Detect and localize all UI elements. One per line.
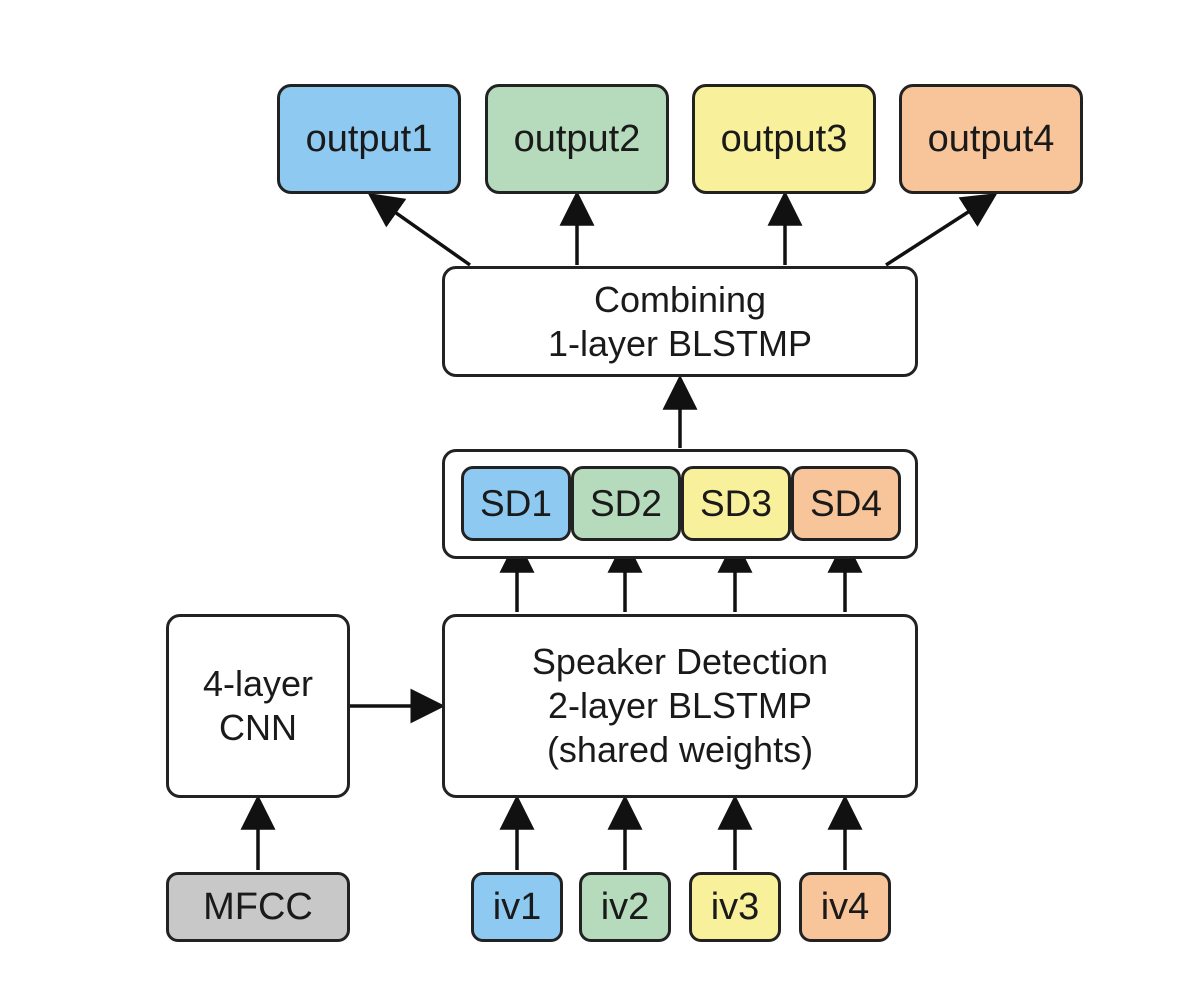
- sd1-box: SD1: [461, 466, 571, 541]
- output4-box: output4: [899, 84, 1083, 194]
- output3-label: output3: [720, 117, 848, 160]
- speaker-detection-box: Speaker Detection 2-layer BLSTMP (shared…: [442, 614, 918, 798]
- sd3-label: SD3: [700, 482, 772, 524]
- sd2-box: SD2: [571, 466, 681, 541]
- mfcc-box: MFCC: [166, 872, 350, 942]
- iv2-box: iv2: [579, 872, 671, 942]
- sd3-box: SD3: [681, 466, 791, 541]
- output2-box: output2: [485, 84, 669, 194]
- iv4-box: iv4: [799, 872, 891, 942]
- output4-label: output4: [927, 117, 1055, 160]
- combining-line1: Combining: [593, 278, 767, 320]
- iv1-box: iv1: [471, 872, 563, 942]
- speaker-detection-line2: 2-layer BLSTMP: [547, 685, 813, 727]
- combining-blstmp-box: Combining 1-layer BLSTMP: [442, 266, 918, 377]
- speaker-detection-line1: Speaker Detection: [531, 641, 829, 683]
- output2-label: output2: [513, 117, 641, 160]
- sd4-label: SD4: [810, 482, 882, 524]
- output3-box: output3: [692, 84, 876, 194]
- mfcc-label: MFCC: [203, 885, 313, 928]
- arrow-combining-to-output4: [885, 193, 998, 267]
- arrow-combining-to-output1: [367, 192, 472, 267]
- cnn-line1: 4-layer: [202, 663, 314, 705]
- cnn-line2: CNN: [219, 707, 297, 748]
- iv2-label: iv2: [600, 885, 650, 928]
- iv3-box: iv3: [689, 872, 781, 942]
- sd2-label: SD2: [590, 482, 662, 524]
- output1-box: output1: [277, 84, 461, 194]
- speaker-detection-line3: (shared weights): [546, 728, 814, 770]
- iv1-label: iv1: [492, 885, 542, 928]
- sd1-label: SD1: [480, 482, 552, 524]
- cnn-box: 4-layer CNN: [166, 614, 350, 798]
- combining-line2: 1-layer BLSTMP: [547, 322, 813, 364]
- output1-label: output1: [305, 117, 433, 160]
- iv4-label: iv4: [820, 885, 870, 928]
- iv3-label: iv3: [710, 885, 760, 928]
- sd4-box: SD4: [791, 466, 901, 541]
